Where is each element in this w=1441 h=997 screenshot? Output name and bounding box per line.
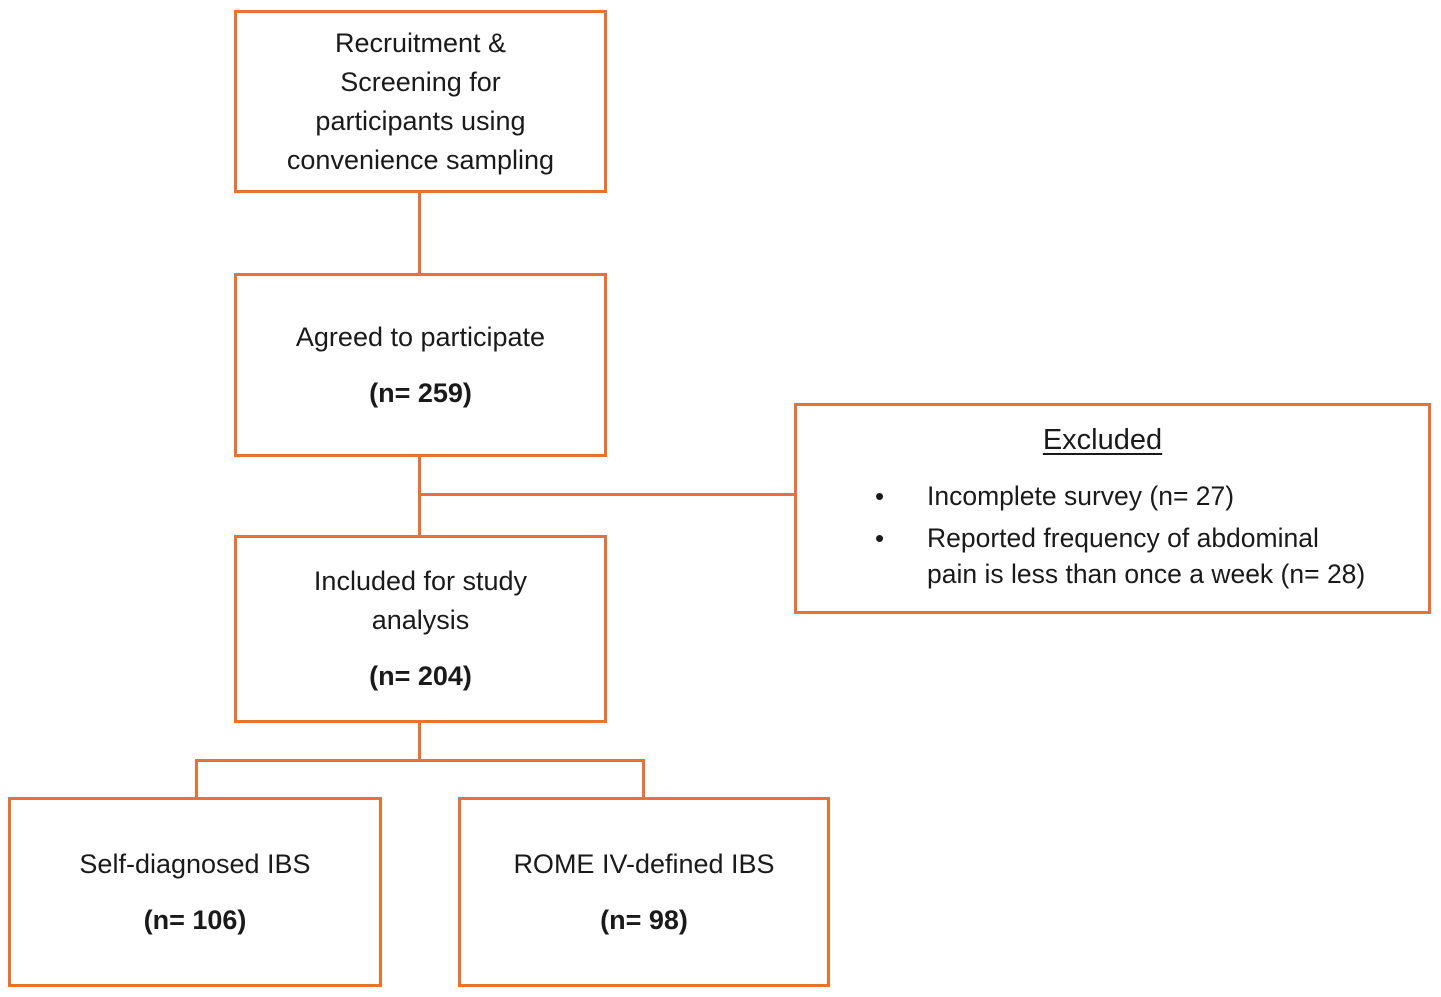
- included-for-analysis-text: Included for study analysis: [313, 566, 528, 635]
- excluded-box: Excluded • Incomplete survey (n= 27) • R…: [794, 403, 1431, 614]
- excluded-bullet-row-2: • Reported frequency of abdominal pain i…: [797, 520, 1408, 592]
- connector-agreed-to-included: [418, 457, 421, 535]
- connector-split-horizontal: [195, 759, 645, 762]
- connector-split-to-rome: [642, 759, 645, 797]
- connector-split-to-self-diagnosed: [195, 759, 198, 797]
- agreed-to-participate-box: Agreed to participate (n= 259): [234, 273, 607, 457]
- self-diagnosed-ibs-text: Self-diagnosed IBS: [79, 848, 311, 879]
- connector-recruitment-to-agreed: [418, 193, 421, 273]
- excluded-title: Excluded: [1042, 424, 1163, 456]
- excluded-bullet-row-1: • Incomplete survey (n= 27): [797, 478, 1408, 514]
- bullet-icon: •: [875, 523, 885, 553]
- recruitment-screening-box: Recruitment & Screening for participants…: [234, 10, 607, 193]
- connector-included-to-split: [418, 723, 421, 761]
- excluded-bullet-text-1: Incomplete survey (n= 27): [927, 481, 1235, 511]
- agreed-n-count: (n= 259): [369, 377, 472, 408]
- included-n-count: (n= 204): [369, 661, 472, 691]
- rome-iv-defined-ibs-text: ROME IV-defined IBS: [513, 848, 775, 879]
- self-diagnosed-ibs-box: Self-diagnosed IBS (n= 106): [8, 797, 382, 987]
- bullet-icon: •: [875, 481, 885, 511]
- rome-iv-n-count: (n= 98): [600, 904, 688, 935]
- connector-branch-to-excluded: [419, 493, 794, 496]
- agreed-to-participate-text: Agreed to participate: [295, 321, 546, 352]
- self-diagnosed-n-count: (n= 106): [143, 904, 247, 935]
- included-for-analysis-box: Included for study analysis (n= 204): [234, 535, 607, 723]
- recruitment-screening-text: Recruitment & Screening for participants…: [286, 27, 555, 175]
- excluded-bullet-text-2: Reported frequency of abdominal pain is …: [927, 523, 1366, 589]
- rome-iv-defined-ibs-box: ROME IV-defined IBS (n= 98): [458, 797, 830, 987]
